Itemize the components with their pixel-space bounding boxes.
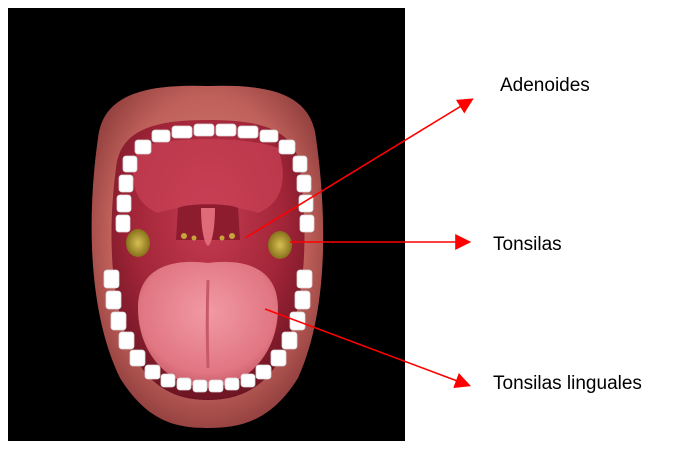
label-tonsilas: Tonsilas — [493, 234, 562, 256]
arrow-adenoides — [245, 100, 471, 238]
label-tonsilas-linguales: Tonsilas linguales — [493, 373, 642, 395]
arrow-tonsilas-linguales — [265, 309, 468, 385]
label-adenoides: Adenoides — [500, 75, 590, 97]
